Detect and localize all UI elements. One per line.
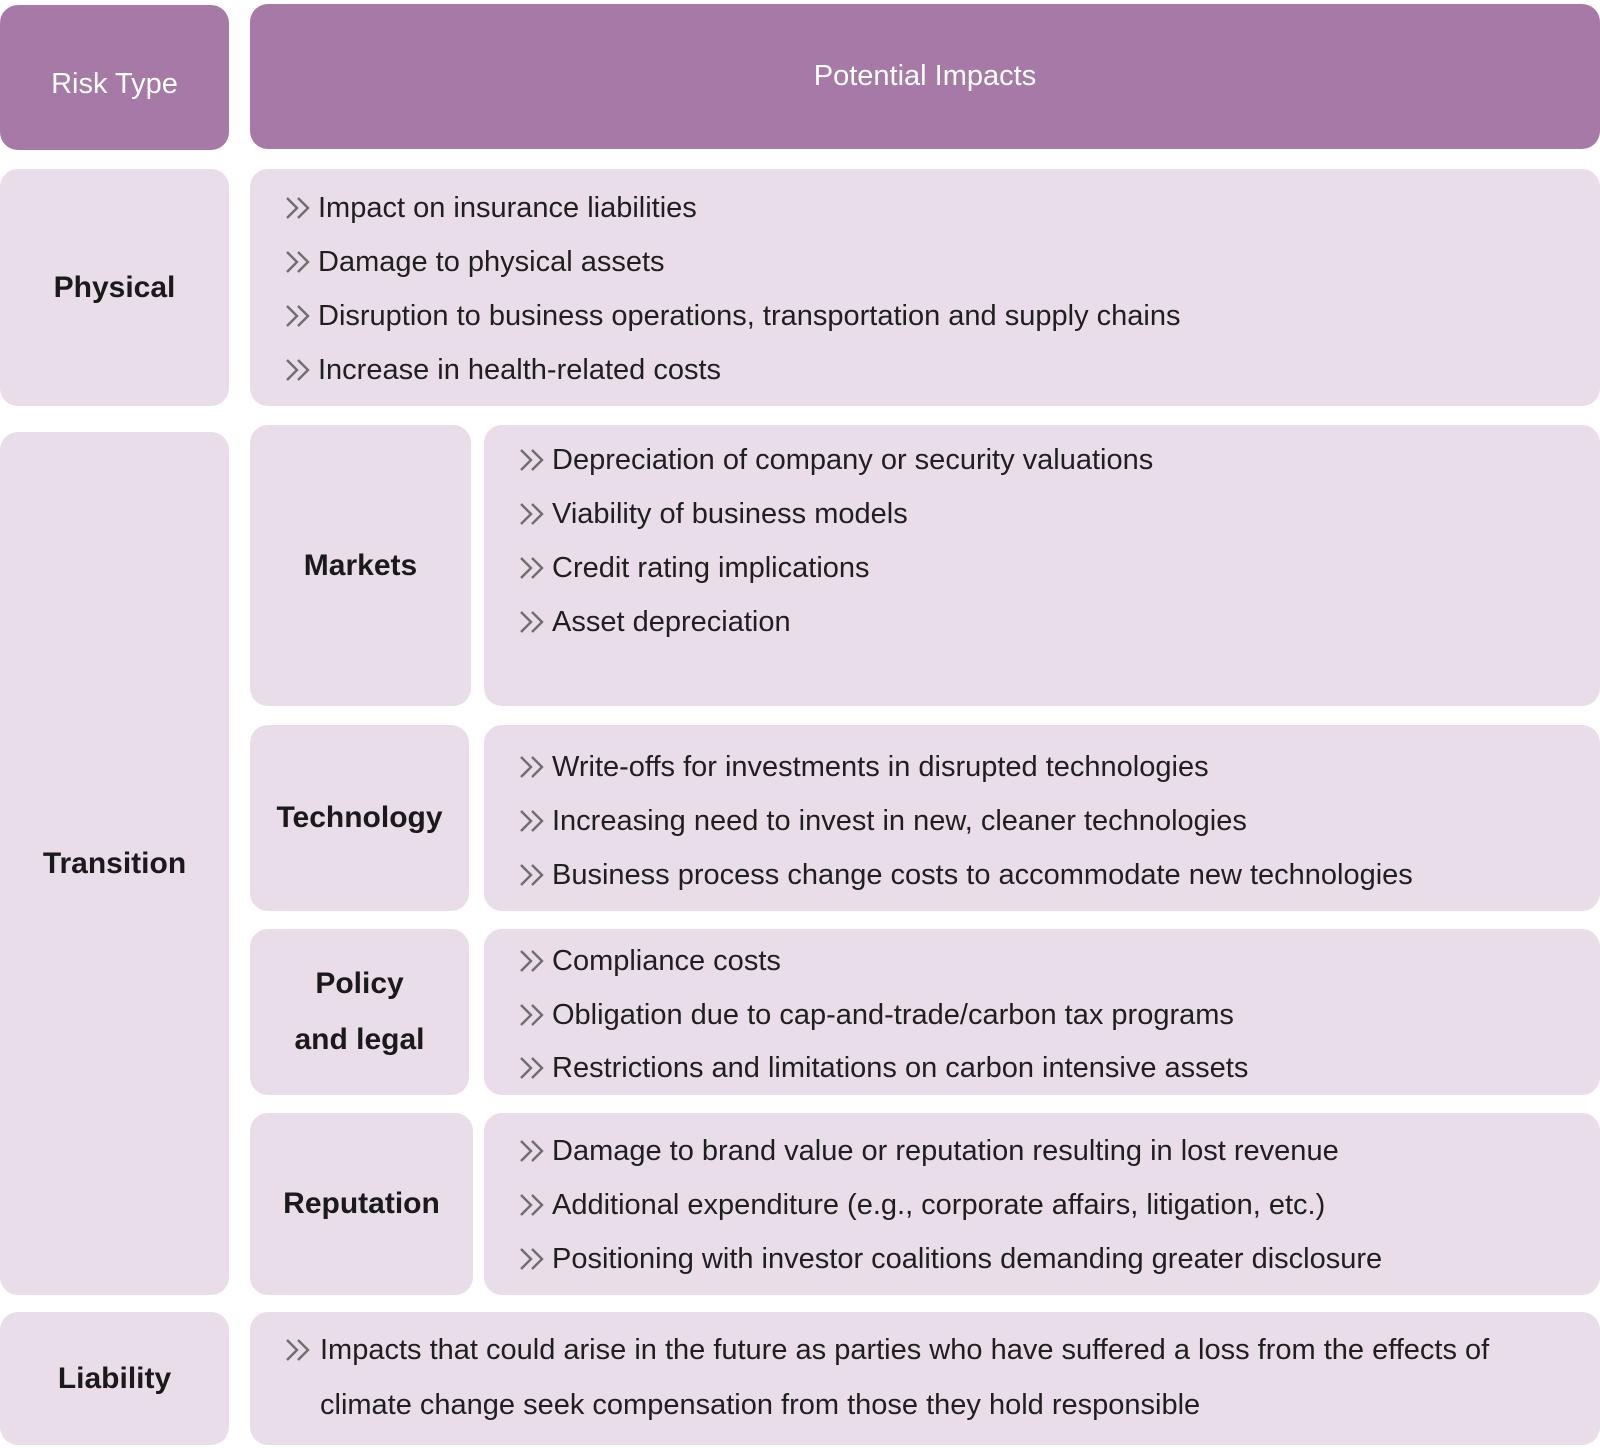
- double-chevron-right-icon: [286, 251, 310, 273]
- transition-label: Transition: [42, 846, 187, 880]
- double-chevron-right-icon: [520, 950, 544, 972]
- physical-impacts-cell: Impact on insurance liabilities Damage t…: [250, 169, 1600, 406]
- markets-impacts-cell: Depreciation of company or security valu…: [484, 425, 1600, 706]
- double-chevron-right-icon: [520, 557, 544, 579]
- double-chevron-right-icon: [520, 1140, 544, 1162]
- list-item: Positioning with investor coalitions dem…: [518, 1239, 1580, 1279]
- impact-text: Obligation due to cap-and-trade/carbon t…: [552, 998, 1234, 1031]
- reputation-label-cell: Reputation: [250, 1113, 473, 1295]
- list-item: Damage to brand value or reputation resu…: [518, 1131, 1580, 1171]
- list-item: Impacts that could arise in the future a…: [284, 1323, 1570, 1433]
- double-chevron-right-icon: [520, 756, 544, 778]
- technology-impacts-cell: Write-offs for investments in disrupted …: [484, 725, 1600, 911]
- list-item: Write-offs for investments in disrupted …: [518, 747, 1580, 787]
- impact-text: Credit rating implications: [552, 551, 870, 584]
- impact-text: Impact on insurance liabilities: [318, 191, 697, 224]
- impact-text: Positioning with investor coalitions dem…: [552, 1242, 1383, 1275]
- list-item: Restrictions and limitations on carbon i…: [518, 1048, 1580, 1088]
- list-item: Disruption to business operations, trans…: [284, 296, 1580, 336]
- liability-label: Liability: [57, 1361, 172, 1395]
- double-chevron-right-icon: [520, 810, 544, 832]
- impact-text: Impacts that could arise in the future a…: [320, 1334, 1490, 1421]
- liability-label-cell: Liability: [0, 1312, 229, 1445]
- policy-legal-impacts-cell: Compliance costs Obligation due to cap-a…: [484, 929, 1600, 1095]
- policy-label-line1: Policy: [315, 967, 404, 1000]
- list-item: Increasing need to invest in new, cleane…: [518, 801, 1580, 841]
- reputation-label: Reputation: [283, 1187, 440, 1220]
- list-item: Asset depreciation: [518, 602, 1580, 642]
- impact-text: Disruption to business operations, trans…: [318, 299, 1181, 332]
- double-chevron-right-icon: [286, 197, 310, 219]
- double-chevron-right-icon: [520, 1194, 544, 1216]
- list-item: Credit rating implications: [518, 548, 1580, 588]
- impact-text: Viability of business models: [552, 497, 908, 530]
- list-item: Obligation due to cap-and-trade/carbon t…: [518, 995, 1580, 1035]
- impact-text: Increasing need to invest in new, cleane…: [552, 804, 1247, 837]
- list-item: Compliance costs: [518, 941, 1580, 981]
- double-chevron-right-icon: [520, 503, 544, 525]
- liability-impacts-cell: Impacts that could arise in the future a…: [250, 1312, 1600, 1445]
- impact-text: Damage to brand value or reputation resu…: [552, 1134, 1339, 1167]
- policy-label-line2: and legal: [294, 1023, 425, 1056]
- double-chevron-right-icon: [520, 1004, 544, 1026]
- impact-text: Asset depreciation: [552, 605, 791, 638]
- double-chevron-right-icon: [520, 1057, 544, 1079]
- double-chevron-right-icon: [286, 305, 310, 327]
- markets-label-cell: Markets: [250, 425, 471, 706]
- impact-text: Compliance costs: [552, 944, 781, 977]
- potential-impacts-header-text: Potential Impacts: [813, 60, 1037, 92]
- technology-label-cell: Technology: [250, 725, 469, 911]
- reputation-impacts-cell: Damage to brand value or reputation resu…: [484, 1113, 1600, 1295]
- double-chevron-right-icon: [520, 611, 544, 633]
- physical-label: Physical: [53, 270, 176, 304]
- list-item: Impact on insurance liabilities: [284, 188, 1580, 228]
- list-item: Increase in health-related costs: [284, 350, 1580, 390]
- double-chevron-right-icon: [520, 864, 544, 886]
- risk-type-header: Risk Type: [0, 5, 229, 150]
- physical-label-cell: Physical: [0, 169, 229, 406]
- policy-legal-label-cell: Policy and legal: [250, 929, 469, 1095]
- technology-label: Technology: [276, 801, 443, 834]
- impact-text: Depreciation of company or security valu…: [552, 443, 1154, 476]
- double-chevron-right-icon: [520, 449, 544, 471]
- list-item: Damage to physical assets: [284, 242, 1580, 282]
- impact-text: Additional expenditure (e.g., corporate …: [552, 1188, 1326, 1221]
- list-item: Viability of business models: [518, 494, 1580, 534]
- list-item: Business process change costs to accommo…: [518, 855, 1580, 895]
- risk-type-header-text: Risk Type: [51, 68, 178, 100]
- impact-text: Damage to physical assets: [318, 245, 665, 278]
- double-chevron-right-icon: [286, 359, 310, 381]
- impact-text: Restrictions and limitations on carbon i…: [552, 1051, 1249, 1084]
- double-chevron-right-icon: [520, 1248, 544, 1270]
- double-chevron-right-icon: [286, 1339, 310, 1361]
- transition-label-cell: Transition: [0, 432, 229, 1295]
- impact-text: Business process change costs to accommo…: [552, 858, 1413, 891]
- impact-text: Write-offs for investments in disrupted …: [552, 750, 1209, 783]
- markets-label: Markets: [303, 548, 418, 582]
- list-item: Depreciation of company or security valu…: [518, 440, 1580, 480]
- impact-text: Increase in health-related costs: [318, 353, 721, 386]
- potential-impacts-header: Potential Impacts: [250, 4, 1600, 149]
- list-item: Additional expenditure (e.g., corporate …: [518, 1185, 1580, 1225]
